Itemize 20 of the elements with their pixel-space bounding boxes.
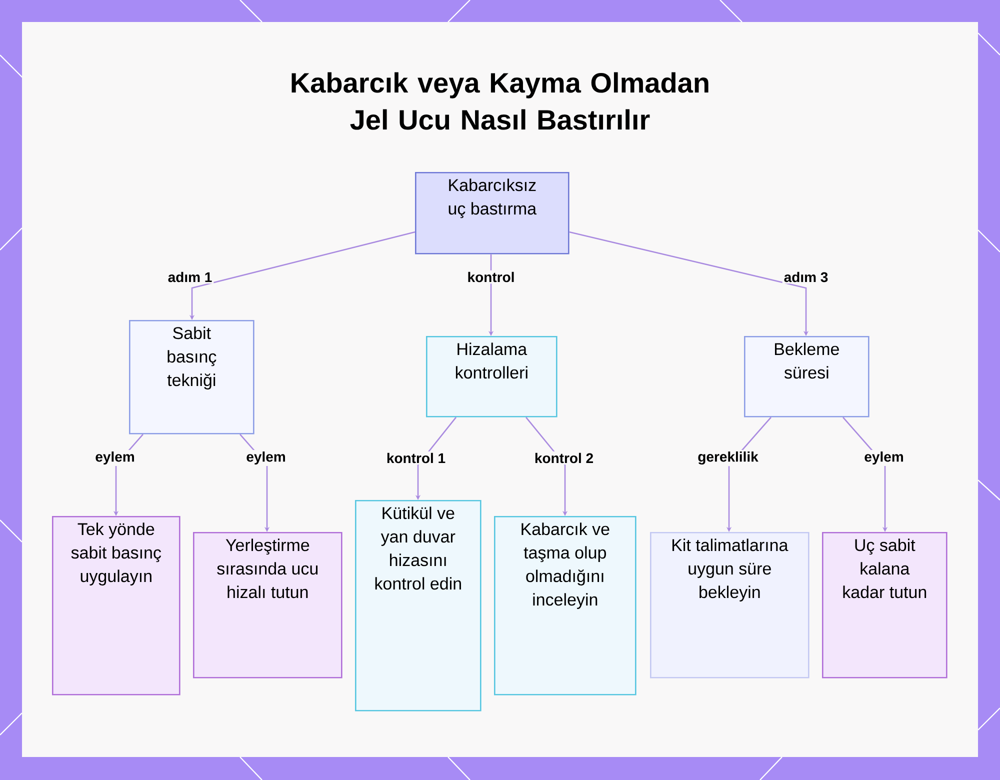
action-box: Kabarcık ve taşma olup olmadığını inceleyin: [494, 516, 636, 696]
action-box: Tek yönde sabit basınç uygulayın: [52, 516, 180, 696]
edge-label: kontrol 2: [532, 451, 596, 465]
edge-label: kontrol 1: [384, 451, 448, 465]
action-box: Uç sabit kalana kadar tutun: [822, 532, 948, 678]
edge-label: eylem: [244, 450, 288, 466]
step-box: Bekleme süresi: [744, 336, 870, 418]
edge-label: eylem: [94, 450, 136, 466]
edge-label: adım 3: [782, 270, 830, 284]
edge-label: kontrol: [466, 270, 516, 284]
edge-label: eylem: [862, 450, 906, 466]
root-box: Kabarcıksız uç bastırma: [415, 172, 570, 254]
edge-label: gereklilik: [696, 450, 760, 466]
action-box: Yerleştirme sırasında ucu hizalı tutun: [193, 532, 342, 678]
action-box: Kit talimatlarına uygun süre bekleyin: [650, 532, 810, 678]
edge-label: adım 1: [166, 270, 214, 284]
step-box: Sabit basınç tekniği: [129, 320, 254, 434]
action-box: Kütikül ve yan duvar hizasını kontrol edin: [355, 500, 482, 712]
step-box: Hizalama kontrolleri: [426, 336, 558, 418]
title: Kabarcık veya Kayma Olmadan Jel Ucu Nasıl Bastırılır: [292, 72, 708, 130]
